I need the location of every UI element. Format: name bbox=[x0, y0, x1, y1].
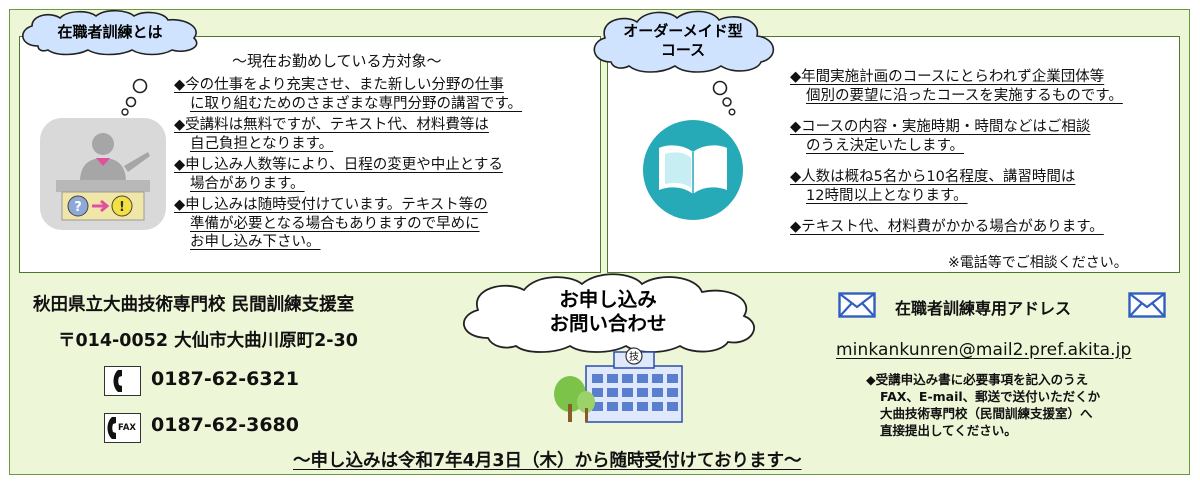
left-cloud-label: 在職者訓練とは bbox=[57, 22, 163, 41]
bullet-line: 準備が必要となる場合もありますので早めに bbox=[190, 215, 480, 232]
right-cloud-line2: コース bbox=[660, 41, 706, 59]
open-book-icon bbox=[641, 118, 745, 222]
footer-notice: ～申し込みは令和7年4月3日（木）から随時受付けております～ bbox=[293, 451, 802, 471]
email-label: 在職者訓練専用アドレス bbox=[895, 299, 1072, 318]
bullet-line: ◆コースの内容・実施時期・時間などはご相談 bbox=[790, 119, 1091, 135]
list-item: ◆コースの内容・実施時期・時間などはご相談 のうえ決定いたします。 bbox=[790, 118, 1123, 155]
left-thought-cloud: 在職者訓練とは bbox=[12, 8, 208, 56]
bullet-line: お申し込み下さい。 bbox=[190, 234, 321, 250]
bullet-line: のうえ決定いたします。 bbox=[806, 137, 965, 154]
envelope-icon bbox=[838, 292, 876, 318]
envelope-icon bbox=[1128, 292, 1166, 318]
bullet-line: 場合があります。 bbox=[190, 175, 305, 192]
cloud-shape bbox=[593, 10, 775, 73]
bullet-line: ◆受講料は無料ですが、テキスト代、材料費等は bbox=[174, 117, 489, 133]
bullet-line: 個別の要望に沿ったコースを実施するものです。 bbox=[806, 87, 1123, 104]
list-item: ◆人数は概ね5名から10名程度、講習時間は 12時間以上となります。 bbox=[790, 168, 1123, 205]
bullet-line: 12時間以上となります。 bbox=[806, 187, 968, 204]
list-item: ◆申し込み人数等により、日程の変更や中止とする 場合があります。 bbox=[174, 156, 522, 193]
bullet-line: 自己負担となります。 bbox=[190, 135, 334, 152]
fax-icon: FAX bbox=[104, 413, 141, 443]
fax-number: 0187-62-3680 bbox=[151, 414, 299, 436]
org-name: 秋田県立大曲技術専門校 民間訓練支援室 bbox=[33, 295, 355, 315]
right-cloud-line1: オーダーメイド型 bbox=[623, 22, 743, 41]
inquiry-line1: お申し込み bbox=[559, 287, 657, 311]
cloud-shape bbox=[463, 273, 755, 353]
bullet-line: ◆年間実施計画のコースにとらわれず企業団体等 bbox=[790, 69, 1105, 85]
list-item: ◆年間実施計画のコースにとらわれず企業団体等 個別の要望に沿ったコースを実施する… bbox=[790, 68, 1123, 105]
instructor-desk-icon: ? ! bbox=[40, 118, 166, 230]
inquiry-cloud: お申し込み お問い合わせ bbox=[448, 270, 768, 354]
phone-number: 0187-62-6321 bbox=[151, 368, 299, 390]
right-thought-cloud: オーダーメイド型 コース bbox=[585, 8, 781, 74]
list-item: ◆今の仕事をより充実させ、また新しい分野の仕事 に取り組むためのさまざまな専門分… bbox=[174, 76, 522, 113]
bullet-line: ◆人数は概ね5名から10名程度、講習時間は bbox=[790, 169, 1076, 185]
list-item: ◆申し込みは随時受付けています。テキスト等の 準備が必要となる場合もありますので… bbox=[174, 196, 522, 252]
bullet-line: ◆申し込みは随時受付けています。テキスト等の bbox=[174, 197, 488, 213]
building-mark: 技 bbox=[629, 350, 639, 363]
instruction-line: 大曲技術専門校（民間訓練支援室）へ bbox=[880, 406, 1093, 421]
instruction-line: ◆受講申込み書に必要事項を記入のうえ bbox=[866, 372, 1089, 387]
left-subtitle: ～現在お勤めしている方対象～ bbox=[232, 52, 442, 70]
list-item: ◆受講料は無料ですが、テキスト代、材料費等は 自己負担となります。 bbox=[174, 116, 522, 153]
instruction-line: 直接提出してください。 bbox=[880, 423, 1017, 438]
cloud-shape bbox=[22, 9, 198, 56]
instruction-line: FAX、E-mail、郵送で送付いただくか bbox=[880, 389, 1101, 404]
bullet-line: に取り組むためのさまざまな専門分野の講習です。 bbox=[190, 95, 523, 112]
org-address: 〒014-0052 大仙市大曲川原町2-30 bbox=[58, 331, 358, 351]
bullet-line: ◆今の仕事をより充実させ、また新しい分野の仕事 bbox=[174, 77, 504, 93]
bullet-line: ◆テキスト代、材料費がかかる場合があります。 bbox=[790, 219, 1104, 235]
right-note: ※電話等でご相談ください。 bbox=[948, 255, 1128, 271]
email-address[interactable]: minkankunren@mail2.pref.akita.jp bbox=[836, 340, 1132, 360]
thought-bubbles-left bbox=[121, 78, 148, 116]
svg-text:!: ! bbox=[119, 200, 125, 215]
school-building-icon: 技 bbox=[552, 344, 686, 426]
thought-bubbles-right bbox=[712, 80, 736, 116]
list-item: ◆テキスト代、材料費がかかる場合があります。 bbox=[790, 218, 1123, 237]
svg-text:?: ? bbox=[74, 200, 82, 215]
bullet-line: ◆申し込み人数等により、日程の変更や中止とする bbox=[174, 157, 503, 173]
left-bullet-list: ◆今の仕事をより充実させ、また新しい分野の仕事 に取り組むためのさまざまな専門分… bbox=[174, 76, 522, 255]
right-bullet-list: ◆年間実施計画のコースにとらわれず企業団体等 個別の要望に沿ったコースを実施する… bbox=[790, 68, 1123, 240]
fax-label: FAX bbox=[118, 423, 136, 433]
email-instructions: ◆受講申込み書に必要事項を記入のうえ FAX、E-mail、郵送で送付いただくか… bbox=[866, 371, 1100, 439]
inquiry-line2: お問い合わせ bbox=[549, 312, 667, 335]
phone-icon bbox=[104, 366, 141, 396]
